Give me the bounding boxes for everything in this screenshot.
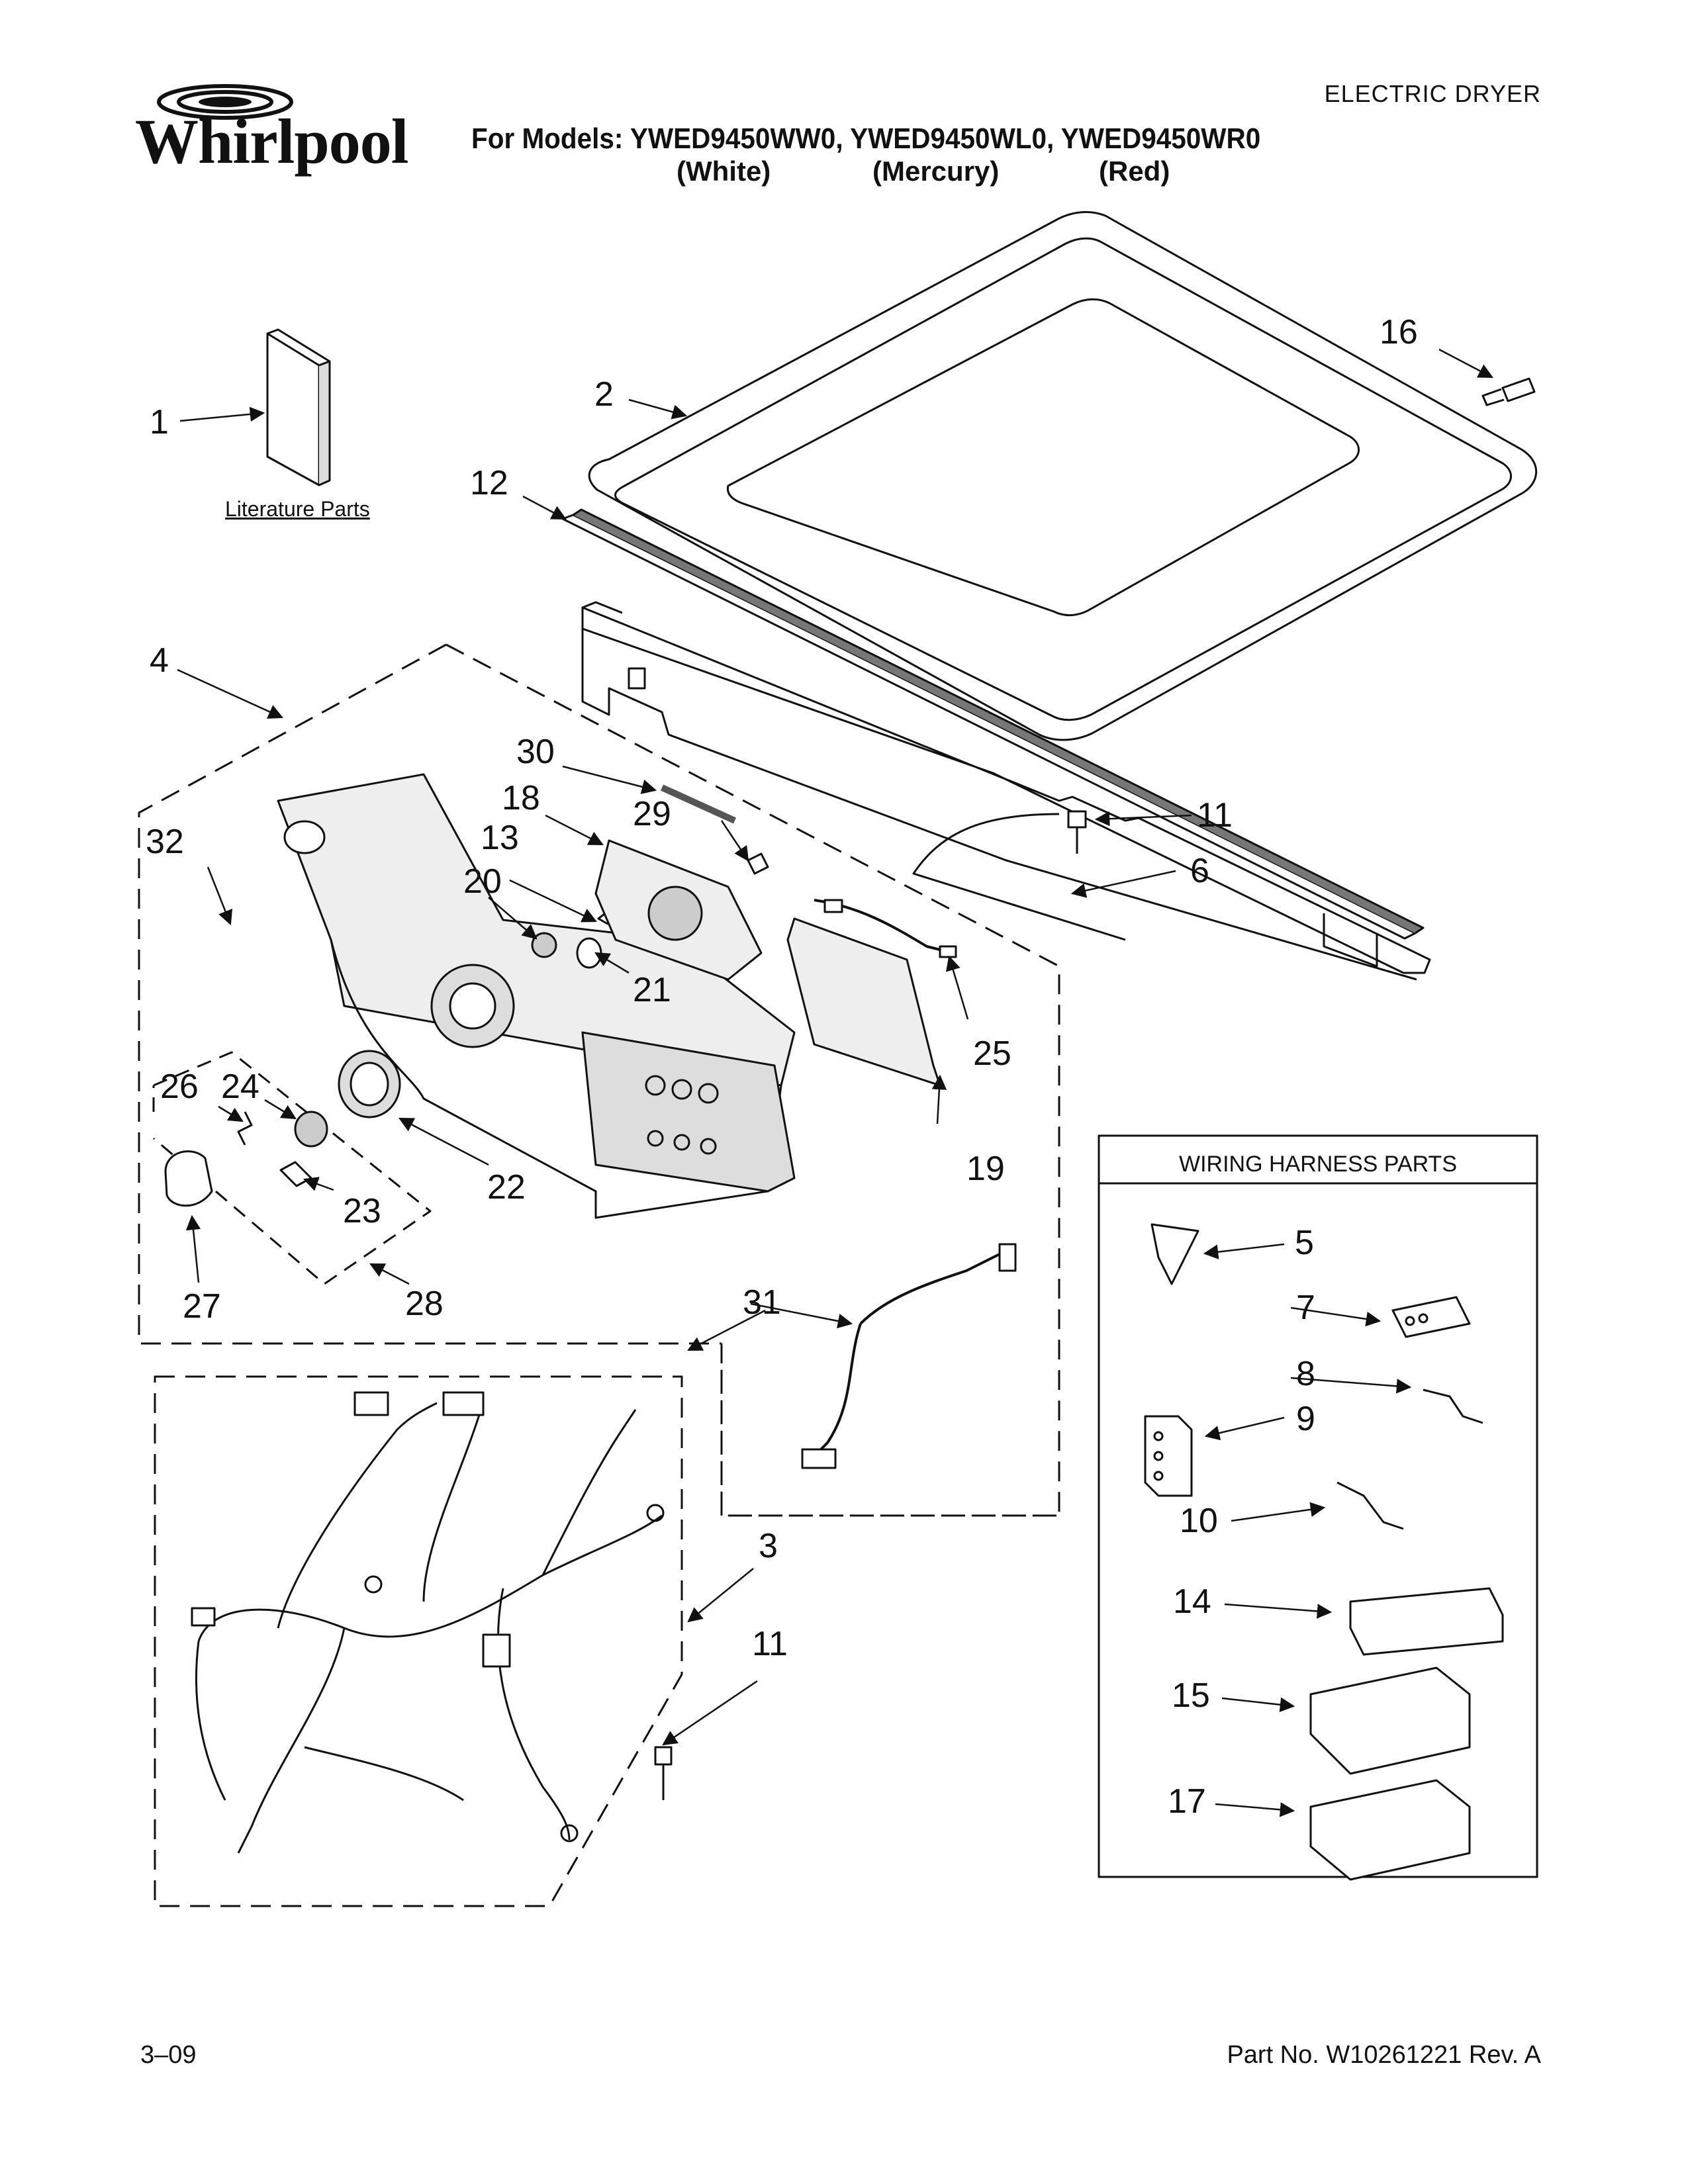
callout-23: 23: [343, 1192, 381, 1230]
callout-20: 20: [463, 862, 502, 901]
callout-32: 32: [146, 823, 184, 861]
brand-logo: Whirlpool: [135, 106, 408, 177]
callout-18: 18: [502, 779, 540, 817]
callout-27: 27: [183, 1287, 221, 1326]
callout-2: 2: [594, 375, 614, 414]
product-type-label: ELECTRIC DRYER: [1324, 80, 1541, 107]
callout-13: 13: [481, 819, 519, 857]
callout-14: 14: [1173, 1582, 1211, 1621]
literature-booklet: [266, 328, 331, 486]
callout-1: 1: [150, 403, 169, 441]
color-white: (White): [677, 156, 771, 187]
screw-11-upper: [1067, 810, 1087, 854]
wiring-harness-parts-box: [1098, 1134, 1538, 1878]
callout-10: 10: [1180, 1502, 1218, 1540]
harness-part-9: [1144, 1415, 1193, 1497]
part-30: [660, 784, 737, 824]
callout-21: 21: [633, 971, 671, 1009]
callout-6: 6: [1190, 852, 1209, 890]
callout-11-lower: 11: [752, 1625, 788, 1663]
callout-11-upper: 11: [1197, 796, 1233, 835]
top-panel: [588, 210, 1538, 741]
harness-part-10: [1336, 1481, 1404, 1530]
leader-arrows: [177, 348, 1493, 1817]
harness-31-outline: [720, 1343, 1059, 1517]
callout-17: 17: [1168, 1782, 1206, 1821]
knob-subgroup-outline: [153, 1051, 432, 1285]
screw-11-lower: [654, 1746, 673, 1800]
color-mercury: (Mercury): [872, 156, 1000, 187]
callout-4: 4: [150, 641, 169, 680]
part-number: Part No. W10261221 Rev. A: [1227, 2041, 1541, 2069]
callout-12: 12: [470, 464, 508, 502]
part-21: [576, 937, 602, 969]
part-20: [531, 932, 557, 958]
spring-26: [237, 1111, 253, 1146]
callout-9: 9: [1296, 1400, 1315, 1438]
harness-part-8: [1423, 1388, 1483, 1424]
harness-part-14: [1349, 1587, 1504, 1656]
knob-22: [338, 1050, 401, 1118]
part-23: [279, 1161, 312, 1187]
console-group-outline: [138, 643, 722, 1345]
callout-19: 19: [966, 1150, 1005, 1188]
wiring-harness-parts-title: WIRING HARNESS PARTS: [1178, 1152, 1458, 1177]
harness-part-7: [1391, 1296, 1471, 1338]
callout-26: 26: [160, 1068, 199, 1106]
color-red: (Red): [1099, 156, 1170, 187]
electronic-board-19: [786, 899, 957, 1087]
callout-15: 15: [1172, 1676, 1210, 1715]
brand-swirl-icon: [157, 84, 293, 120]
callout-22: 22: [487, 1168, 526, 1206]
callout-24: 24: [221, 1068, 259, 1106]
harness-31: [801, 1243, 1017, 1469]
console-bracket-6: [581, 601, 1431, 981]
literature-parts-label: Literature Parts: [225, 497, 370, 521]
callout-28: 28: [405, 1285, 444, 1323]
harness-part-15: [1309, 1666, 1471, 1775]
control-board-18: [594, 839, 763, 981]
gear-24: [294, 1111, 328, 1148]
callout-7: 7: [1296, 1289, 1315, 1327]
main-harness-outline: [154, 1375, 683, 1907]
main-harness-3: [191, 1391, 665, 1854]
callout-25: 25: [973, 1034, 1011, 1073]
callout-31: 31: [743, 1283, 781, 1322]
callout-16: 16: [1380, 313, 1418, 351]
part-29: [747, 852, 769, 875]
screw-16: [1481, 377, 1536, 406]
callout-30: 30: [516, 733, 555, 771]
callout-5: 5: [1295, 1224, 1314, 1262]
revision-date: 3–09: [140, 2041, 197, 2069]
callout-29: 29: [633, 795, 671, 833]
knob-27: [164, 1150, 213, 1207]
trim-strip-12: [561, 508, 1425, 940]
harness-part-5: [1150, 1223, 1199, 1285]
callout-3: 3: [759, 1527, 778, 1565]
models-line: For Models: YWED9450WW0, YWED9450WL0, YW…: [471, 122, 1261, 155]
callout-8: 8: [1296, 1355, 1315, 1393]
harness-part-17: [1309, 1779, 1471, 1881]
